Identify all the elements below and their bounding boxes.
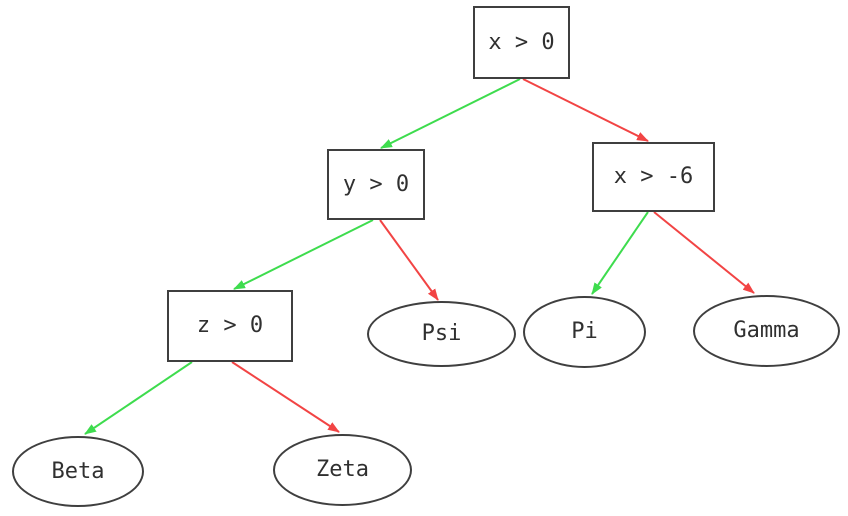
leaf-node-gamma: Gamma xyxy=(693,295,840,367)
edge-cond-x-gt-0-to-cond-x-gt-neg6 xyxy=(522,78,649,142)
leaf-node-pi: Pi xyxy=(523,296,646,368)
edge-cond-z-gt-0-to-leaf-beta xyxy=(84,361,193,435)
edge-cond-y-gt-0-to-cond-z-gt-0 xyxy=(233,219,374,290)
leaf-node-psi: Psi xyxy=(367,301,516,367)
edge-cond-x-gt-0-to-cond-y-gt-0 xyxy=(380,78,521,149)
decision-node-x-gt-0: x > 0 xyxy=(473,6,570,79)
edge-cond-x-gt-neg6-to-leaf-gamma xyxy=(653,211,755,294)
edge-cond-z-gt-0-to-leaf-zeta xyxy=(231,361,340,433)
edge-cond-x-gt-neg6-to-leaf-pi xyxy=(591,211,649,295)
decision-node-z-gt-0: z > 0 xyxy=(167,290,293,362)
decision-node-y-gt-0: y > 0 xyxy=(327,149,425,220)
edge-cond-y-gt-0-to-leaf-psi xyxy=(379,219,439,301)
leaf-node-zeta: Zeta xyxy=(273,434,412,506)
decision-node-x-gt-neg6: x > -6 xyxy=(592,142,715,212)
leaf-node-beta: Beta xyxy=(12,436,144,507)
